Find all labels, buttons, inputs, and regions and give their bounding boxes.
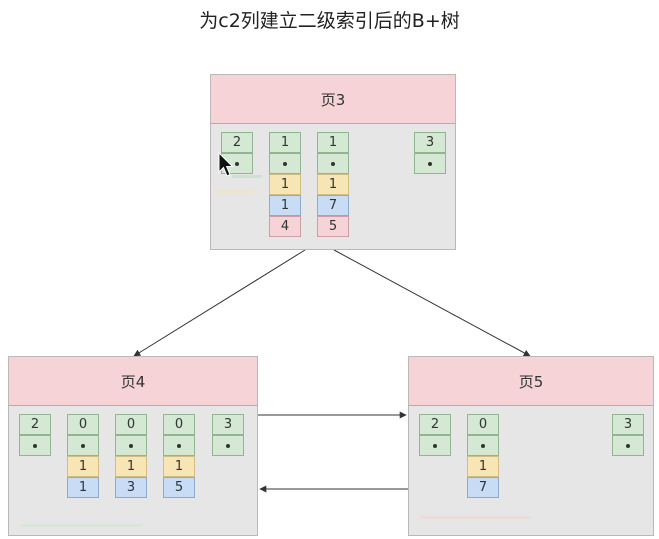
pointer-dot <box>428 161 432 166</box>
next-record-pointer-cell <box>317 153 349 174</box>
record-field-cell: 1 <box>163 456 195 477</box>
highlight-smudge <box>420 516 530 519</box>
record-key-cell: 2 <box>19 414 51 435</box>
record-field-cell: 7 <box>317 195 349 216</box>
page-5-label: 页5 <box>518 372 544 391</box>
mouse-pointer-icon <box>218 152 234 177</box>
record-field-cell: 1 <box>269 195 301 216</box>
pointer-dot <box>33 443 37 448</box>
next-record-pointer-cell <box>269 153 301 174</box>
record-key-cell: 3 <box>612 414 644 435</box>
record-key-cell: 0 <box>115 414 147 435</box>
next-record-pointer-cell <box>115 435 147 456</box>
pointer-dot <box>283 161 287 166</box>
record-key-cell: 0 <box>467 414 499 435</box>
next-record-pointer-cell <box>414 153 446 174</box>
record-key-cell: 0 <box>67 414 99 435</box>
record-key-cell: 1 <box>317 132 349 153</box>
record-field-cell: 7 <box>467 477 499 498</box>
next-record-pointer-cell <box>163 435 195 456</box>
page-3-header: 页3 <box>211 75 455 124</box>
child-page-arrow <box>333 249 531 357</box>
record-key-cell: 1 <box>269 132 301 153</box>
next-record-pointer-cell <box>612 435 644 456</box>
next-record-pointer-cell <box>212 435 244 456</box>
page-4-label: 页4 <box>120 372 146 391</box>
pointer-dot <box>433 443 437 448</box>
record-key-cell: 3 <box>414 132 446 153</box>
page-4-header: 页4 <box>9 357 257 406</box>
page-3-label: 页3 <box>320 90 346 109</box>
record-field-cell: 1 <box>67 456 99 477</box>
record-key-cell: 0 <box>163 414 195 435</box>
record-key-cell: 3 <box>212 414 244 435</box>
pointer-dot <box>481 443 485 448</box>
record-field-cell: 1 <box>115 456 147 477</box>
highlight-smudge <box>22 524 142 527</box>
record-field-cell: 3 <box>115 477 147 498</box>
pointer-dot <box>81 443 85 448</box>
next-record-pointer-cell <box>67 435 99 456</box>
next-record-pointer-cell <box>19 435 51 456</box>
record-field-cell: 4 <box>269 216 301 237</box>
pointer-dot <box>331 161 335 166</box>
record-key-cell: 2 <box>221 132 253 153</box>
diagram-title: 为c2列建立二级索引后的B+树 <box>199 10 460 32</box>
record-field-cell: 5 <box>317 216 349 237</box>
record-key-cell: 2 <box>419 414 451 435</box>
highlight-smudge <box>232 175 262 178</box>
next-record-pointer-cell <box>467 435 499 456</box>
child-page-arrow <box>133 249 306 357</box>
pointer-dot <box>626 443 630 448</box>
page-5-header: 页5 <box>409 357 653 406</box>
pointer-dot <box>235 161 239 166</box>
pointer-dot <box>226 443 230 448</box>
highlight-smudge <box>214 190 254 193</box>
record-field-cell: 5 <box>163 477 195 498</box>
pointer-dot <box>177 443 181 448</box>
record-field-cell: 1 <box>67 477 99 498</box>
next-record-pointer-cell <box>419 435 451 456</box>
pointer-dot <box>129 443 133 448</box>
record-field-cell: 1 <box>317 174 349 195</box>
record-field-cell: 1 <box>269 174 301 195</box>
record-field-cell: 1 <box>467 456 499 477</box>
